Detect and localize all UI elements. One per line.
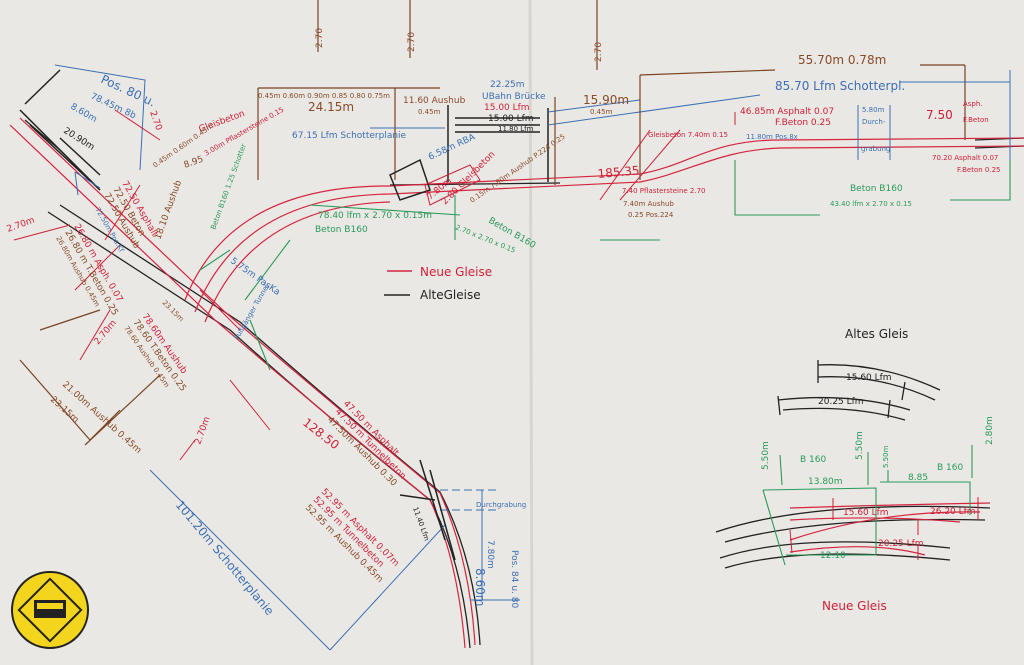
label: grabung xyxy=(861,145,890,153)
inset-new-title: Neue Gleis xyxy=(822,599,887,613)
label: 43.40 lfm x 2.70 x 0.15 xyxy=(830,200,912,208)
inset-dim: 2.80m xyxy=(985,416,995,445)
label: 15.00 Lfm xyxy=(488,114,534,124)
label: 67.15 Lfm Schotterplanie xyxy=(292,131,407,141)
inset-new-length: 26.20 Lfm xyxy=(930,507,976,517)
label: Pos. 84 u. 80 xyxy=(509,550,519,608)
inset-new-length: 15.60 Lfm xyxy=(843,508,889,518)
inset-dim: 5.50m xyxy=(855,431,865,460)
label: 7.80m xyxy=(485,540,495,569)
inset-dim: B 160 xyxy=(937,463,963,473)
label: Durch- xyxy=(862,118,886,126)
inset-dim: 13.80m xyxy=(808,477,843,487)
paper-fold xyxy=(528,0,534,665)
label: 11.60 Aushub xyxy=(403,96,466,106)
label: Durchgrabung xyxy=(476,501,526,509)
label: 8.95 xyxy=(183,155,205,171)
label: 15.90m xyxy=(583,93,629,107)
inset-dim: 8.85 xyxy=(908,473,928,483)
label: 20.90m xyxy=(61,126,96,153)
label: 24.15m xyxy=(308,100,354,114)
label: 85.70 Lfm Schotterpl. xyxy=(775,79,905,93)
inset-new-length: 20.25 Lfm xyxy=(878,539,924,549)
label: 2.70m xyxy=(193,416,212,446)
new-tracks xyxy=(9,117,1024,649)
inset-dim: 5.50m xyxy=(761,441,771,470)
label: 8.60m xyxy=(473,568,487,606)
label: 7.50 xyxy=(926,108,953,122)
label: 70.20 Asphalt 0.07 xyxy=(932,154,998,162)
label: F.Beton 0.25 xyxy=(775,118,831,128)
label: 0.45m 0.60m 0.90m 0.85 0.80 0.75m xyxy=(258,92,390,100)
label: 22.25m xyxy=(490,80,525,90)
label: 78.40 lfm x 2.70 x 0.15m xyxy=(318,211,432,221)
label: 0.45m xyxy=(590,108,613,116)
inset-old-length-2: 20.25 Lfm xyxy=(818,397,864,407)
label: Beton B160 xyxy=(315,225,368,235)
museum-logo xyxy=(11,571,89,649)
legend-new-label: Neue Gleise xyxy=(420,265,492,279)
label: 0.45m xyxy=(418,108,441,116)
label: 55.70m 0.78m xyxy=(798,53,886,67)
label: Gleisbeton 7.40m 0.15 xyxy=(648,131,728,139)
label: 11.40 Lfm xyxy=(411,506,431,542)
label: Asph. xyxy=(963,100,983,108)
legend: Neue Gleise AlteGleise xyxy=(384,265,492,302)
label: UBahn Brücke xyxy=(482,92,546,102)
dimension-lines xyxy=(13,0,1011,651)
label: 46.85m Asphalt 0.07 xyxy=(740,107,834,117)
label: 7.40 Pflastersteine 2.70 xyxy=(622,187,706,195)
label: 2.70m xyxy=(6,216,36,235)
label: 6.58m RBA xyxy=(427,132,478,163)
label: 52.95 m Tunnelbeton xyxy=(311,495,386,570)
label: F.Beton xyxy=(963,116,989,124)
label: 101.20m Schotterplanie xyxy=(173,498,277,618)
label: 7.40m Aushub xyxy=(623,200,674,208)
label: Beton B160 1.25 Schotter xyxy=(209,143,248,231)
inset-dim: 5.50m xyxy=(882,445,890,468)
inset-old-length-1: 15.60 Lfm xyxy=(846,373,892,383)
label: 23.15m xyxy=(161,299,186,324)
label: 2.70 xyxy=(147,110,163,133)
label: 2.70 xyxy=(407,32,417,52)
inset-dim: B 160 xyxy=(800,455,826,465)
inset-dim: 12.10 xyxy=(820,551,846,561)
label: 11.80m Pos.8x xyxy=(746,133,798,141)
label: Beton B160 xyxy=(850,184,903,194)
inset-old-title: Altes Gleis xyxy=(845,327,908,341)
label: 0.25 Pos.224 xyxy=(628,211,674,219)
legend-old-label: AlteGleise xyxy=(420,288,481,302)
label: 2.70 xyxy=(315,28,325,48)
label: 5.80m xyxy=(862,106,885,114)
label: 11.80 Lfm xyxy=(498,125,534,133)
label: 185.35 xyxy=(597,163,640,181)
label: 2.70 xyxy=(594,42,604,62)
label: F.Beton 0.25 xyxy=(957,166,1001,174)
label: 15.00 Lfm xyxy=(484,103,530,113)
dimension-labels: Pos. 80 u. 78.45m 8b 8.60m 20.90m 2.70 2… xyxy=(6,28,1001,618)
inset-switch-diagram: Altes Gleis 15.60 Lfm 20.25 Lfm 5.50m B … xyxy=(715,327,995,613)
label: 8.60m xyxy=(69,102,99,125)
label: 47.50 m Tunnelbeton xyxy=(333,407,408,482)
